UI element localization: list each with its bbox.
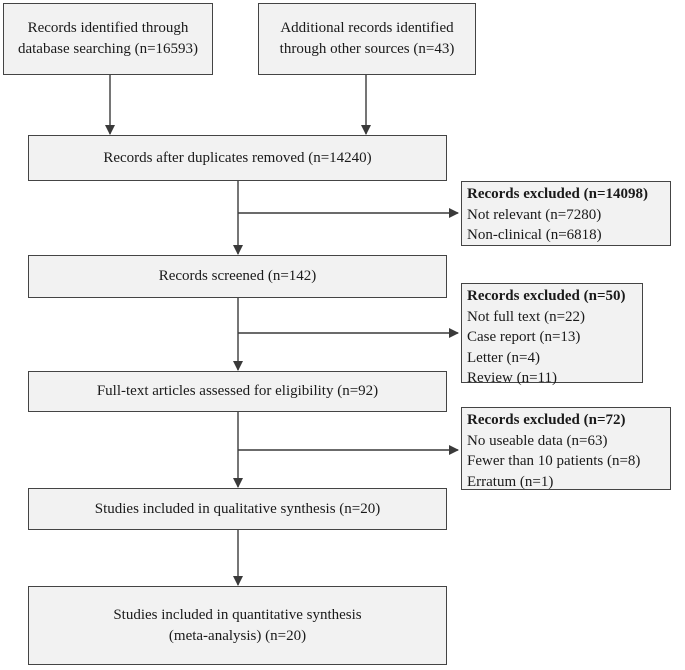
qualitative-synthesis-label: Studies included in qualitative synthesi… [94, 500, 381, 517]
other-sources-line-2: through other sources (n=43) [279, 41, 455, 57]
exclusion-3-title: Records excluded (n=72) [467, 412, 626, 428]
box-exclusion-1: Records excluded (n=14098) Not relevant … [461, 181, 671, 246]
quantitative-synthesis-line-1: Studies included in quantitative synthes… [113, 606, 362, 623]
other-sources-line-1: Additional records identified [280, 20, 454, 36]
exclusion-2-item: Review (n=11) [467, 370, 557, 386]
box-quantitative-synthesis: Studies included in quantitative synthes… [28, 586, 447, 665]
exclusion-1-item: Not relevant (n=7280) [467, 206, 602, 223]
exclusion-2-item: Not full text (n=22) [467, 308, 586, 325]
exclusion-3-item: No useable data (n=63) [467, 432, 608, 449]
quantitative-synthesis-line-2: (meta-analysis) (n=20) [168, 627, 307, 644]
database-records-line-2: database searching (n=16593) [17, 41, 199, 57]
box-duplicates-removed: Records after duplicates removed (n=1424… [28, 135, 447, 181]
full-text-assessed-label: Full-text articles assessed for eligibil… [96, 383, 379, 399]
exclusion-2-item: Letter (n=4) [467, 349, 541, 366]
box-database-records: Records identified through database sear… [3, 3, 213, 75]
exclusion-1-title: Records excluded (n=14098) [467, 186, 649, 202]
box-qualitative-synthesis: Studies included in qualitative synthesi… [28, 488, 447, 530]
database-records-line-1: Records identified through [27, 20, 189, 36]
duplicates-removed-label: Records after duplicates removed (n=1424… [103, 149, 372, 166]
exclusion-3-item: Fewer than 10 patients (n=8) [467, 453, 641, 469]
box-full-text-assessed: Full-text articles assessed for eligibil… [28, 371, 447, 412]
exclusion-2-title: Records excluded (n=50) [467, 288, 626, 304]
box-exclusion-3: Records excluded (n=72) No useable data … [461, 407, 671, 490]
exclusion-1-item: Non-clinical (n=6818) [467, 227, 602, 243]
exclusion-3-item: Erratum (n=1) [467, 473, 554, 490]
box-records-screened: Records screened (n=142) [28, 255, 447, 298]
records-screened-label: Records screened (n=142) [158, 268, 317, 284]
exclusion-2-item: Case report (n=13) [467, 329, 581, 345]
box-exclusion-2: Records excluded (n=50) Not full text (n… [461, 283, 643, 386]
box-other-sources: Additional records identified through ot… [258, 3, 476, 75]
